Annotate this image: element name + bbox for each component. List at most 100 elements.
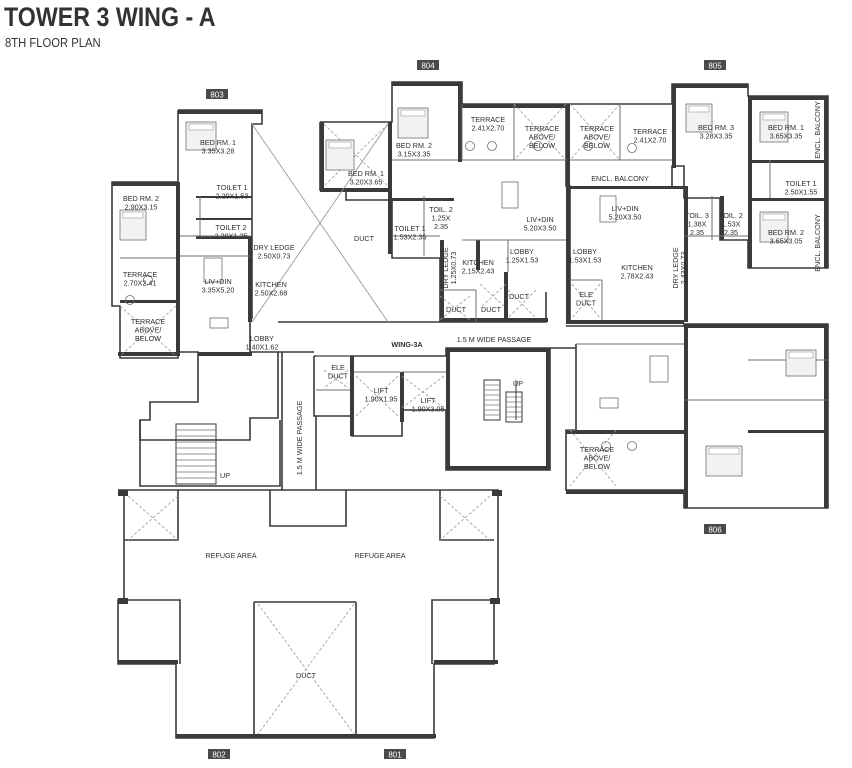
diagonal-line bbox=[571, 283, 601, 319]
label-805-dry-ledge: DRY LEDGE2.43X0.73 bbox=[671, 247, 688, 288]
wall-block bbox=[198, 352, 252, 356]
wall-block bbox=[672, 84, 748, 88]
wall-block bbox=[492, 490, 502, 496]
diagonal-line bbox=[127, 495, 179, 541]
unit-tag-804: 804 bbox=[417, 60, 439, 71]
unit-tag-805-text: 805 bbox=[708, 62, 722, 71]
diagonal-line bbox=[507, 289, 537, 319]
diagonal-line bbox=[119, 305, 177, 357]
table-icon bbox=[649, 355, 669, 383]
pillow-icon bbox=[188, 123, 214, 131]
wall-block bbox=[748, 160, 828, 163]
diagonal-line bbox=[323, 369, 349, 389]
label-wing: WING-3A bbox=[391, 340, 422, 349]
unit-tag-802-text: 802 bbox=[212, 751, 226, 760]
wall-block bbox=[824, 324, 828, 508]
pillow-icon bbox=[122, 211, 144, 219]
label-duct-bottom: DUCT bbox=[296, 671, 317, 680]
chair-icon bbox=[533, 141, 543, 151]
building-outline bbox=[111, 81, 829, 739]
diagonal-line bbox=[401, 375, 445, 409]
outline-segment bbox=[118, 599, 181, 664]
table-icon bbox=[599, 195, 617, 223]
unit-tag-801-text: 801 bbox=[388, 751, 402, 760]
wall-block bbox=[392, 82, 462, 86]
wall-block bbox=[440, 240, 444, 322]
unit-tags: 803 804 805 806 802 801 bbox=[206, 60, 726, 760]
table-icon bbox=[599, 397, 619, 409]
pillow-icon bbox=[400, 109, 426, 117]
unit-tag-802: 802 bbox=[208, 749, 230, 760]
wall-block bbox=[458, 82, 462, 162]
wall-block bbox=[748, 96, 752, 268]
staircases bbox=[175, 379, 523, 485]
wall-block bbox=[400, 372, 404, 422]
wall-block bbox=[684, 324, 828, 328]
wall-block bbox=[248, 236, 252, 322]
chair-icon bbox=[125, 295, 135, 305]
wall-block bbox=[566, 430, 686, 434]
duct-diagonal bbox=[251, 123, 389, 323]
wall-block bbox=[566, 104, 570, 324]
outline-segment bbox=[431, 599, 494, 664]
table-icon bbox=[209, 317, 229, 329]
diagonal-line bbox=[569, 103, 621, 161]
wall-block bbox=[504, 272, 508, 322]
diagonal-line bbox=[127, 495, 179, 541]
unit-tag-803: 803 bbox=[206, 89, 228, 100]
diagonal-line bbox=[513, 103, 567, 161]
pillow-icon bbox=[688, 105, 710, 113]
page-subtitle: 8TH FLOOR PLAN bbox=[5, 36, 101, 50]
wall-block bbox=[120, 300, 176, 303]
outline-segment bbox=[139, 420, 281, 487]
wall-block bbox=[320, 188, 392, 192]
diagonal-line bbox=[479, 283, 507, 309]
wall-block bbox=[546, 348, 550, 470]
diagonal-line bbox=[439, 295, 471, 321]
label-refuge-left: REFUGE AREA bbox=[205, 551, 256, 560]
label-duct-small-1: DUCT bbox=[446, 305, 467, 314]
wall-block bbox=[446, 466, 550, 470]
outline-segment bbox=[117, 489, 499, 739]
walls bbox=[112, 82, 828, 738]
wall-block bbox=[720, 196, 724, 240]
label-up-right: UP bbox=[513, 379, 523, 388]
page-title: TOWER 3 WING - A bbox=[4, 2, 216, 32]
pillow-icon bbox=[788, 351, 814, 359]
wall-block bbox=[566, 320, 684, 324]
chair-icon bbox=[601, 441, 611, 451]
wall-block bbox=[176, 182, 180, 242]
chair-icon bbox=[627, 143, 637, 153]
chair-icon bbox=[143, 275, 153, 285]
wall-block bbox=[196, 196, 252, 198]
wall-block bbox=[672, 84, 676, 168]
unit-tag-806-text: 806 bbox=[708, 526, 722, 535]
wall-block bbox=[490, 598, 500, 604]
wall-block bbox=[388, 122, 392, 254]
chair-icon bbox=[627, 441, 637, 451]
